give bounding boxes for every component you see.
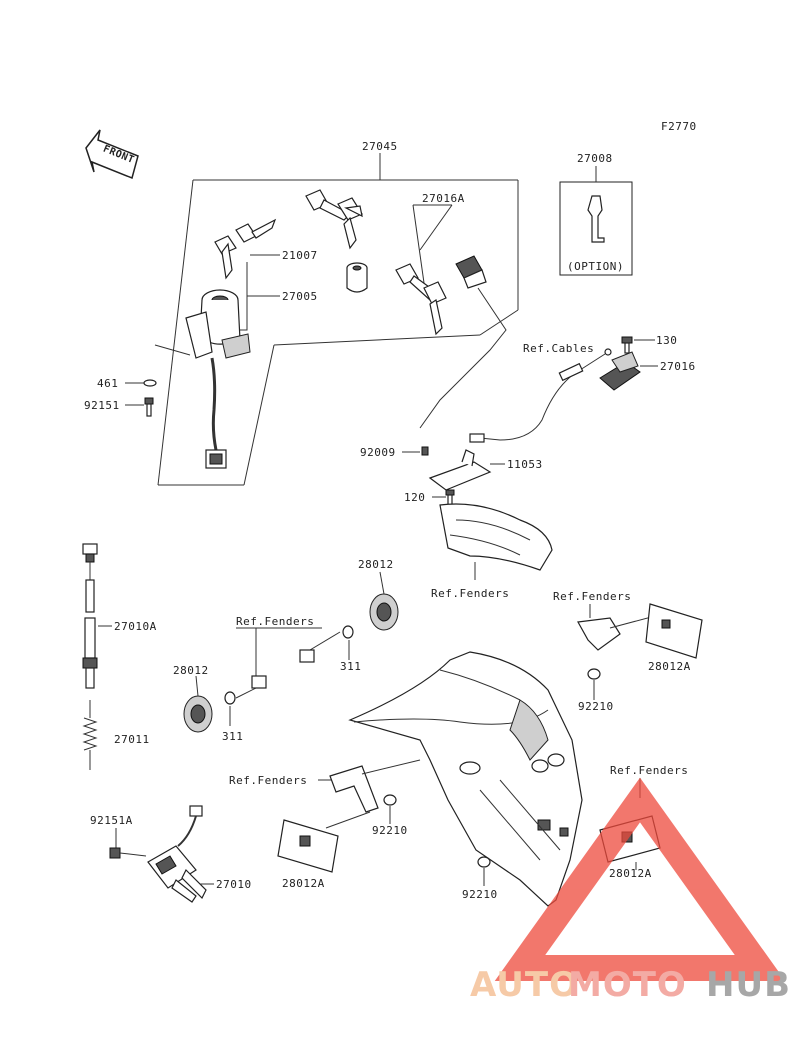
label-11053: 11053 [507, 458, 543, 471]
label-120: 120 [404, 491, 425, 504]
reflector-28012A-right [645, 603, 703, 659]
ref-cables: Ref.Cables [523, 342, 594, 355]
bolt-130 [621, 336, 633, 354]
nut-92210-lower [477, 856, 491, 868]
label-92151: 92151 [84, 399, 120, 412]
clip-92009 [421, 446, 429, 456]
bolt-92151 [144, 397, 154, 417]
switch-27010 [147, 805, 207, 903]
bolt-top [299, 649, 315, 663]
switch-27010A [82, 543, 98, 689]
label-28012A-lower: 28012A [609, 867, 652, 880]
label-311-top: 311 [340, 660, 361, 673]
label-92210-right: 92210 [578, 700, 614, 713]
reflector-28012A-left [277, 819, 339, 873]
washer-461 [143, 379, 157, 387]
label-461: 461 [97, 377, 118, 390]
ignition-switch [185, 289, 251, 469]
label-92151A: 92151A [90, 814, 133, 827]
nut-92210-right [587, 668, 601, 680]
label-27010: 27010 [216, 878, 252, 891]
label-27011: 27011 [114, 733, 150, 746]
bolt-left [251, 675, 267, 689]
bracket-left [329, 759, 421, 813]
watermark-auto: AUTO [470, 965, 579, 1005]
bolt-92151A [109, 847, 147, 859]
ignition-set-bracket [157, 153, 519, 486]
label-311-left: 311 [222, 730, 243, 743]
key-pair-icon [214, 218, 277, 280]
rear-fender-upper [439, 503, 553, 571]
label-28012A-left: 28012A [282, 877, 325, 890]
ref-fenders-2: Ref.Fenders [236, 615, 314, 628]
label-27016: 27016 [660, 360, 696, 373]
ref-fenders-5: Ref.Fenders [610, 764, 688, 777]
label-92009: 92009 [360, 446, 396, 459]
lock-lever-27016 [599, 351, 641, 391]
spring-27011 [82, 700, 98, 770]
ref-fenders-1: Ref.Fenders [431, 587, 509, 600]
rear-fender-body [348, 651, 583, 907]
label-92210-lower: 92210 [462, 888, 498, 901]
label-21007: 21007 [282, 249, 318, 262]
label-130: 130 [656, 334, 677, 347]
label-27010A: 27010A [114, 620, 157, 633]
blank-key-icon [587, 195, 605, 243]
seat-lock [455, 255, 487, 289]
automotohub-watermark: AUTO MOTO HUB [470, 777, 791, 1005]
label-28012-top: 28012 [358, 558, 394, 571]
ref-fenders-4: Ref.Fenders [229, 774, 307, 787]
key-set-icon [305, 189, 363, 250]
nut-311-left [224, 691, 236, 705]
label-28012A-right: 28012A [648, 660, 691, 673]
front-arrow-icon: FRONT [85, 129, 139, 180]
reflector-28012-left [183, 695, 213, 733]
label-27016A: 27016A [422, 192, 465, 205]
label-option: (OPTION) [567, 260, 624, 273]
label-27045: 27045 [362, 140, 398, 153]
nut-92210-left [383, 794, 397, 806]
watermark-moto: MOTO [568, 965, 687, 1005]
ref-fenders-3: Ref.Fenders [553, 590, 631, 603]
key-pair-27016A-icon [395, 263, 447, 336]
label-28012-left: 28012 [173, 664, 209, 677]
bracket-11053 [428, 449, 492, 491]
label-92210-left: 92210 [372, 824, 408, 837]
watermark-hub: HUB [706, 965, 791, 1005]
reflector-28012-top [369, 593, 399, 631]
cable-assembly [469, 348, 612, 443]
nut-311-top [342, 625, 354, 639]
lock-cylinder [346, 262, 368, 293]
label-27008: 27008 [577, 152, 613, 165]
figure-code: F2770 [661, 120, 697, 133]
label-27005: 27005 [282, 290, 318, 303]
option-key-box [559, 166, 633, 276]
